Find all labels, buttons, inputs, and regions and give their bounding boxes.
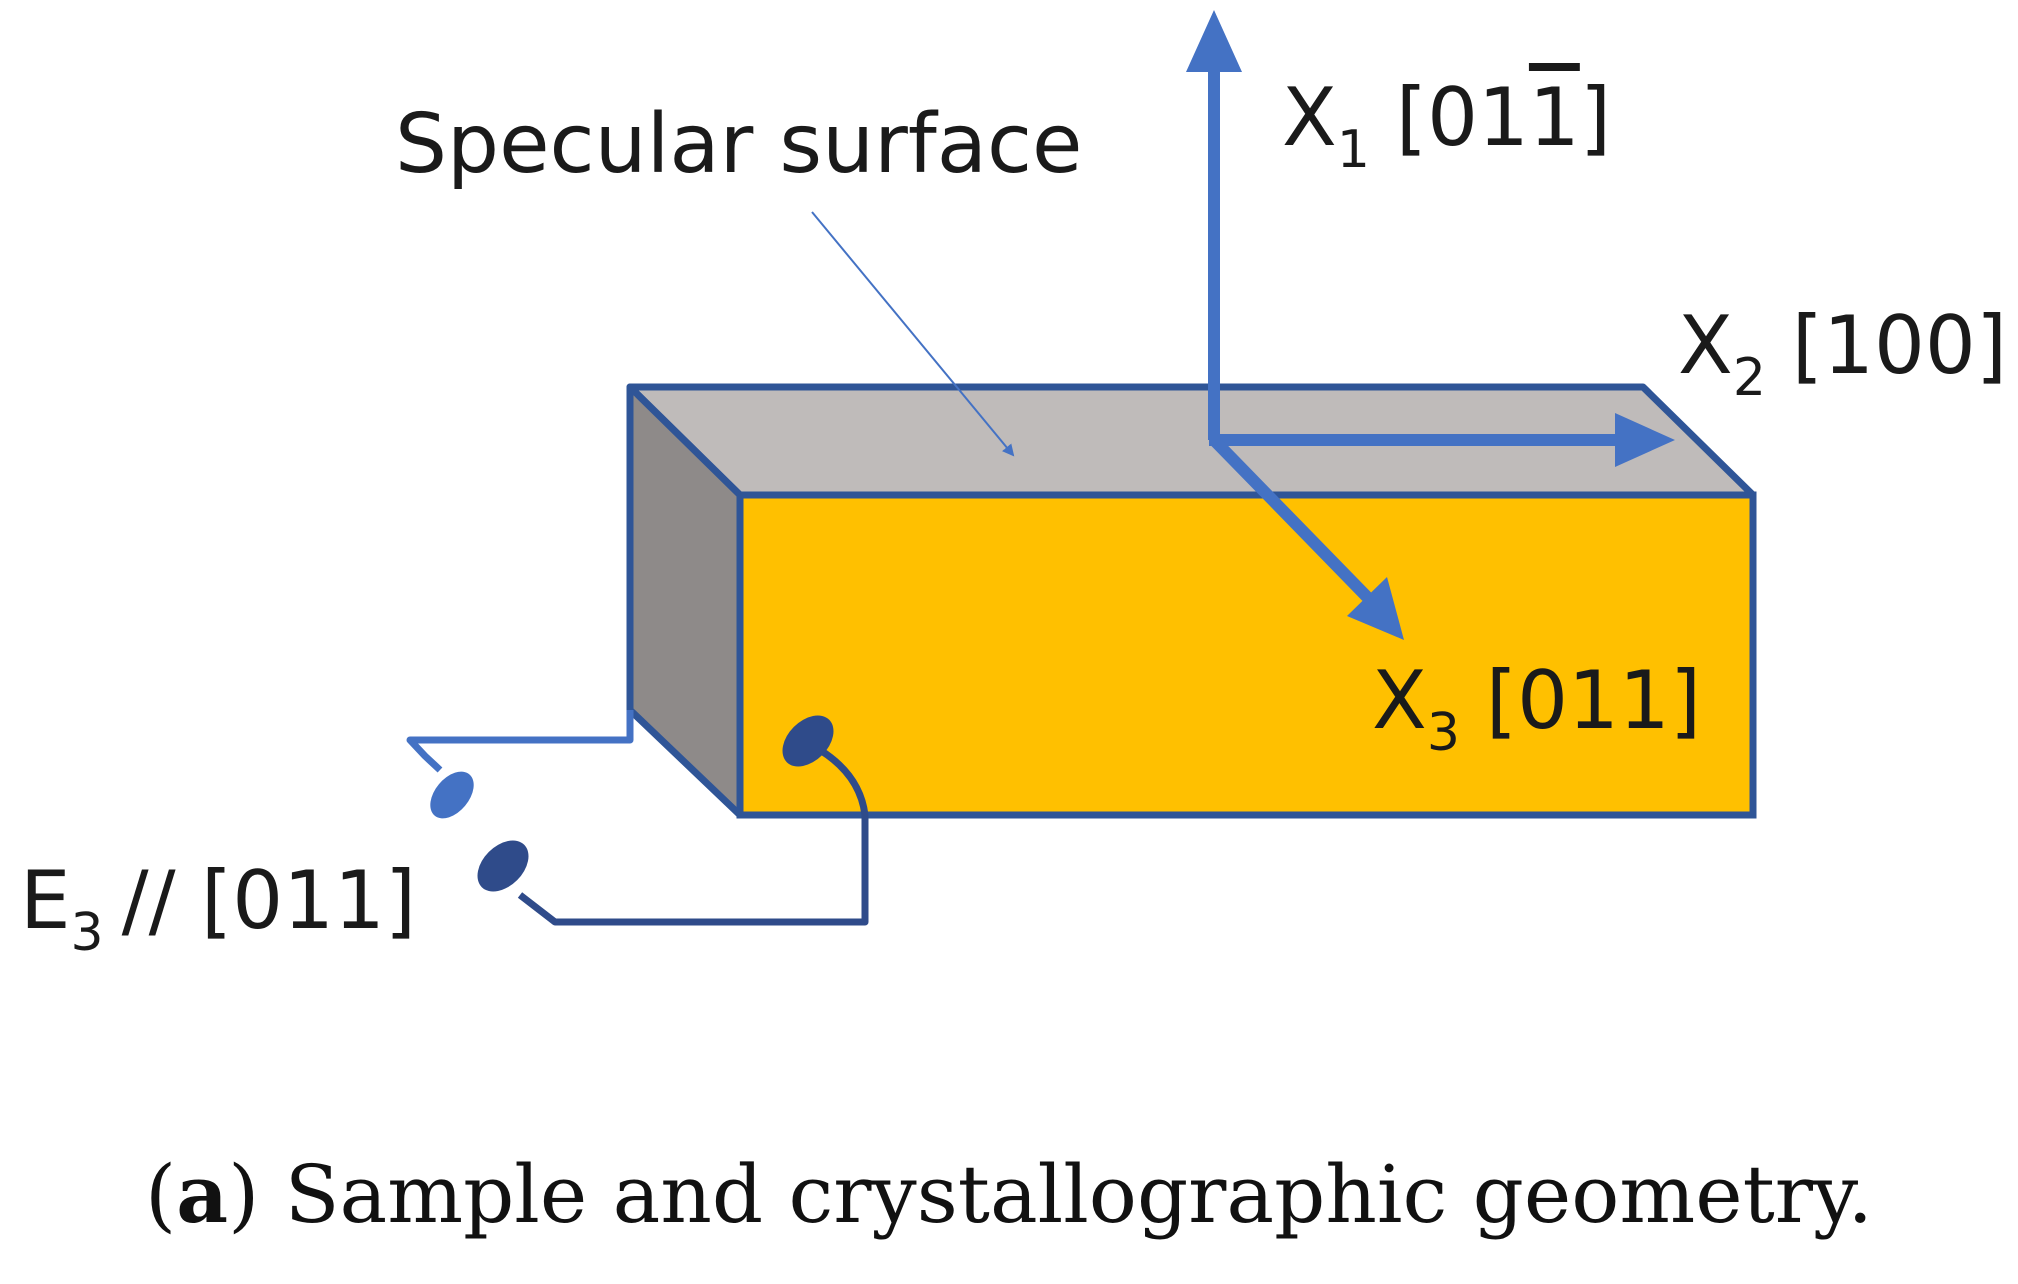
electrode-circuit — [406, 710, 869, 926]
x1-axis-subscript: 1 — [1337, 120, 1370, 180]
specular-surface-pointer — [811, 211, 1015, 457]
figure-caption: (a) Sample and crystallographic geometry… — [145, 1147, 1873, 1241]
x1-direction-barred-digit: 1 — [1529, 71, 1580, 164]
x3-axis-letter: X — [1372, 654, 1427, 747]
front-electrode-wire — [517, 747, 869, 926]
x2-axis-subscript: 2 — [1733, 348, 1766, 408]
e3-subscript: 3 — [71, 903, 104, 963]
x3-axis-label: X3 [011] — [1372, 654, 1701, 763]
front-electrode-terminal — [782, 715, 834, 767]
e3-field-label: E3 // [011] — [20, 854, 416, 963]
e3-letter: E — [20, 854, 71, 947]
upper-wire — [406, 710, 634, 773]
caption-letter: a — [176, 1147, 229, 1241]
x1-direction-end: ] — [1580, 71, 1611, 164]
crystal-sample — [626, 383, 1757, 819]
x2-direction: [100] — [1792, 299, 2007, 392]
upper-electrode-terminal — [430, 771, 474, 819]
e3-direction: // [011] — [122, 854, 416, 947]
x1-axis-letter: X — [1282, 71, 1337, 164]
x1-axis-arrowhead — [1186, 10, 1242, 72]
x1-direction-start: [01 — [1396, 71, 1529, 164]
x1-axis-label: X1[011] — [1282, 71, 1611, 180]
coordinate-axes — [1186, 10, 1675, 640]
x3-axis-shaft — [1209, 435, 1375, 605]
caption-text: Sample and crystallographic geometry. — [284, 1148, 1873, 1241]
x3-axis-subscript: 3 — [1427, 703, 1460, 763]
x2-axis-arrowhead — [1615, 413, 1675, 467]
specular-surface-label: Specular surface — [395, 97, 1082, 192]
sample-front-face — [736, 491, 1757, 819]
x2-axis-letter: X — [1678, 299, 1733, 392]
x2-axis-label: X2 [100] — [1678, 299, 2007, 408]
x3-axis-arrowhead — [1347, 577, 1404, 640]
x3-direction: [011] — [1486, 654, 1701, 747]
lower-electrode-terminal — [477, 840, 529, 892]
